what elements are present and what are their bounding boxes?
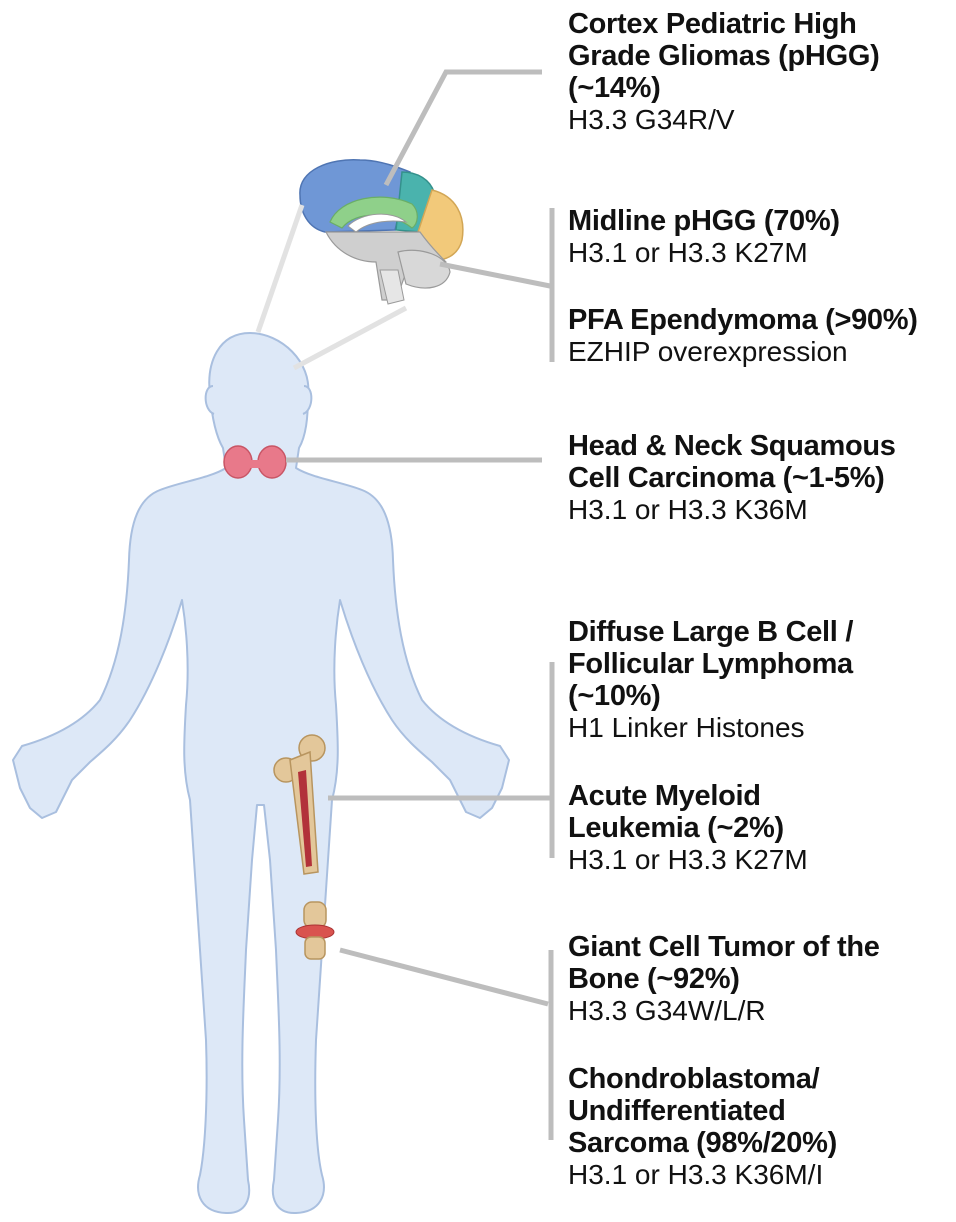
left-ear [206,386,214,414]
label-cortex-phgg: Cortex Pediatric High Grade Gliomas (pHG… [568,8,956,135]
right-ear [303,386,311,414]
label-title: Chondroblastoma/ Undifferentiated Sarcom… [568,1063,858,1159]
label-aml: Acute Myeloid Leukemia (~2%) H3.1 or H3.… [568,780,956,875]
label-subtitle: EZHIP overexpression [568,336,956,367]
label-giant-cell-tumor: Giant Cell Tumor of the Bone (~92%) H3.3… [568,931,956,1026]
label-chondroblastoma-sarcoma: Chondroblastoma/ Undifferentiated Sarcom… [568,1063,956,1190]
label-subtitle: H3.1 or H3.3 K36M [568,494,956,525]
label-title: Cortex Pediatric High Grade Gliomas (pHG… [568,8,913,104]
label-title: Acute Myeloid Leukemia (~2%) [568,780,828,844]
label-lymphoma: Diffuse Large B Cell / Follicular Lympho… [568,616,956,743]
label-title: Midline pHGG (70%) [568,205,956,237]
zoom-line-lower [294,308,406,368]
label-title: PFA Ependymoma (>90%) [568,304,956,336]
brain-icon [300,160,463,304]
connector-knee [340,950,548,1004]
label-pfa-ependymoma: PFA Ependymoma (>90%) EZHIP overexpressi… [568,304,956,367]
label-subtitle: H3.3 G34R/V [568,104,956,135]
connector-cortex [386,72,542,185]
label-subtitle: H1 Linker Histones [568,712,956,743]
label-title: Head & Neck Squamous Cell Carcinoma (~1-… [568,430,938,494]
label-subtitle: H3.3 G34W/L/R [568,995,956,1026]
label-subtitle: H3.1 or H3.3 K27M [568,237,956,268]
label-midline-phgg: Midline pHGG (70%) H3.1 or H3.3 K27M [568,205,956,268]
label-subtitle: H3.1 or H3.3 K36M/I [568,1159,956,1190]
label-head-neck-scc: Head & Neck Squamous Cell Carcinoma (~1-… [568,430,956,525]
zoom-line-upper [258,205,302,332]
connector-midline [440,264,550,286]
label-subtitle: H3.1 or H3.3 K27M [568,844,956,875]
label-title: Giant Cell Tumor of the Bone (~92%) [568,931,938,995]
label-title: Diffuse Large B Cell / Follicular Lympho… [568,616,898,712]
